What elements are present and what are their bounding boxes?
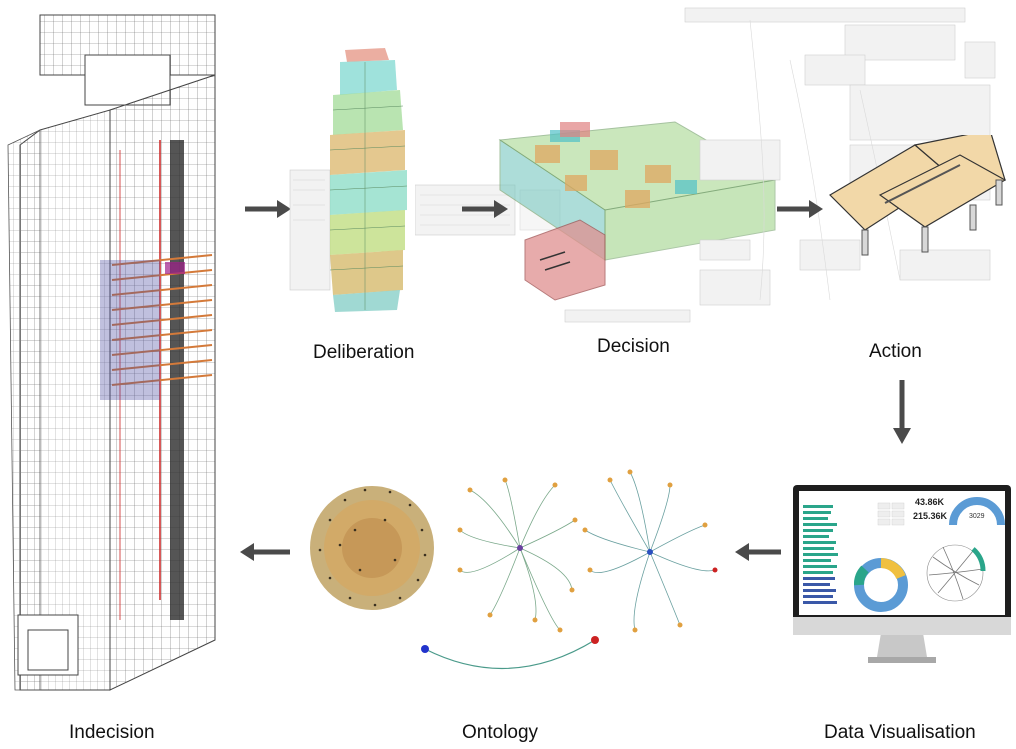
dashboard-metric-1: 43.86K (915, 497, 945, 507)
dashboard-gauge-value: 3029 (969, 513, 985, 520)
arrow-indecision-to-deliberation (245, 200, 291, 218)
action-desk-model (829, 135, 1007, 256)
data-visualisation-monitor: 43.86K 215.36K 3029 (793, 485, 1011, 670)
label-action: Action (869, 341, 922, 362)
label-data-visualisation: Data Visualisation (824, 722, 976, 743)
arrow-action-to-data-visualisation (893, 380, 911, 444)
decision-node-graph (564, 7, 996, 323)
label-deliberation: Deliberation (313, 342, 415, 363)
label-ontology: Ontology (462, 722, 539, 743)
arrow-data-visualisation-to-ontology (735, 543, 781, 561)
label-indecision: Indecision (69, 722, 155, 743)
indecision-building-wireframe (7, 14, 216, 691)
arrow-decision-to-action (777, 200, 823, 218)
ontology-network-graphs (310, 469, 718, 670)
arrow-ontology-to-indecision (240, 543, 290, 561)
label-decision: Decision (597, 336, 670, 357)
deliberation-massing-model (289, 48, 408, 312)
arrow-deliberation-to-decision (462, 200, 508, 218)
dashboard-metric-2: 215.36K (913, 511, 948, 521)
